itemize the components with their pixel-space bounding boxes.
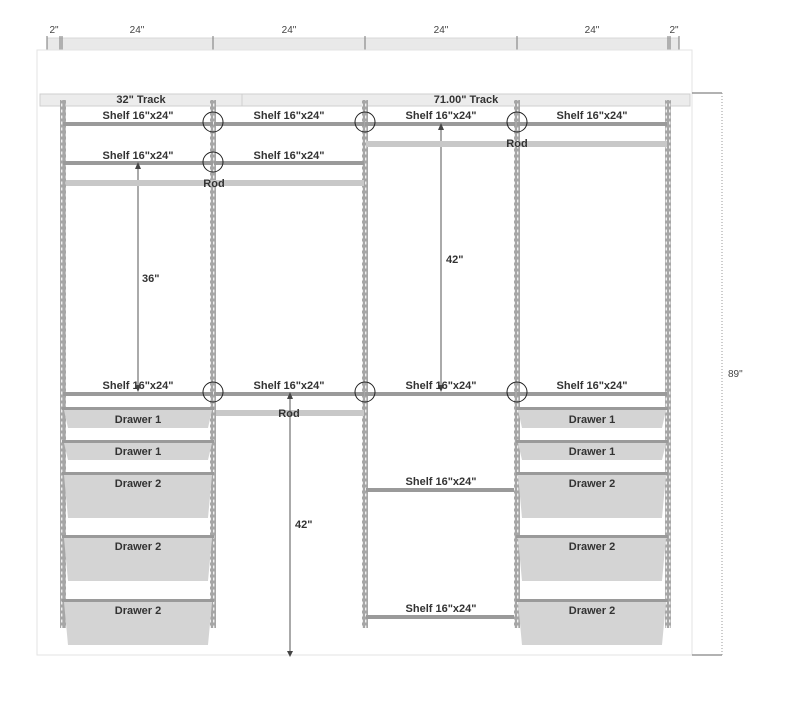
col2-shelf-top-label: Shelf 16"x24" <box>254 110 325 122</box>
column-3: Shelf 16"x24" 42" Shelf 16"x24" Shelf 16… <box>365 110 515 619</box>
height-label: 89" <box>728 369 743 380</box>
col2-shelf-2-label: Shelf 16"x24" <box>254 150 325 162</box>
col3-shelf-top-label: Shelf 16"x24" <box>406 110 477 122</box>
col4-shelf-top-label: Shelf 16"x24" <box>557 110 628 122</box>
col1-drawer-5-label: Drawer 2 <box>115 605 161 617</box>
col2-rod-lower-label: Rod <box>278 408 299 420</box>
top-width-ruler: 2" 24" 24" 24" 24" 2" <box>46 25 680 51</box>
height-dimension: 89" <box>692 92 743 656</box>
col2-rod-upper-label: Rod <box>203 178 224 190</box>
col1-gap-label: 36" <box>142 273 159 285</box>
col4-drawer-2-label: Drawer 1 <box>569 446 615 458</box>
connector-circle <box>354 381 376 403</box>
width-label-col-4: 24" <box>585 25 600 36</box>
track-right-label: 71.00" Track <box>434 94 499 106</box>
col4-drawer-3-label: Drawer 2 <box>569 478 615 490</box>
connector-markers <box>202 111 528 403</box>
col2-shelf-mid-label: Shelf 16"x24" <box>254 380 325 392</box>
col4-drawer-4-label: Drawer 2 <box>569 541 615 553</box>
col1-drawer-1-label: Drawer 1 <box>115 414 161 426</box>
hanging-tracks: 32" Track 71.00" Track <box>39 93 691 107</box>
connector-circle <box>202 381 224 403</box>
track-left-label: 32" Track <box>116 94 166 106</box>
col3-shelf-mid-label: Shelf 16"x24" <box>406 380 477 392</box>
column-2: Shelf 16"x24" Shelf 16"x24" Rod Shelf 16… <box>66 110 364 657</box>
connector-circle <box>506 381 528 403</box>
connector-circle <box>202 111 224 133</box>
wall-outline <box>36 49 693 656</box>
col1-drawer-3-label: Drawer 2 <box>115 478 161 490</box>
uprights <box>60 100 671 628</box>
col4-shelf-mid-label: Shelf 16"x24" <box>557 380 628 392</box>
col4-drawer-1-label: Drawer 1 <box>569 414 615 426</box>
col4-rod-label: Rod <box>506 138 527 150</box>
col4-drawer-5-label: Drawer 2 <box>569 605 615 617</box>
width-label-left-gap: 2" <box>49 25 59 36</box>
col1-drawer-4-label: Drawer 2 <box>115 541 161 553</box>
col3-gap-label: 42" <box>446 254 463 266</box>
column-4: Shelf 16"x24" Rod Shelf 16"x24" Drawer 1… <box>366 110 668 645</box>
col1-shelf-2-label: Shelf 16"x24" <box>103 150 174 162</box>
column-1: Shelf 16"x24" Shelf 16"x24" Shelf 16"x24… <box>62 110 214 645</box>
col3-shelf-bottom-label: Shelf 16"x24" <box>406 603 477 615</box>
col3-shelf-lower-label: Shelf 16"x24" <box>406 476 477 488</box>
width-label-col-2: 24" <box>282 25 297 36</box>
width-label-right-gap: 2" <box>669 25 679 36</box>
width-label-col-1: 24" <box>130 25 145 36</box>
width-label-col-3: 24" <box>434 25 449 36</box>
connector-circle <box>506 111 528 133</box>
col1-shelf-top-label: Shelf 16"x24" <box>103 110 174 122</box>
connector-circle <box>354 111 376 133</box>
col2-gap-label: 42" <box>295 519 312 531</box>
col1-drawer-2-label: Drawer 1 <box>115 446 161 458</box>
connector-circle <box>202 151 224 173</box>
